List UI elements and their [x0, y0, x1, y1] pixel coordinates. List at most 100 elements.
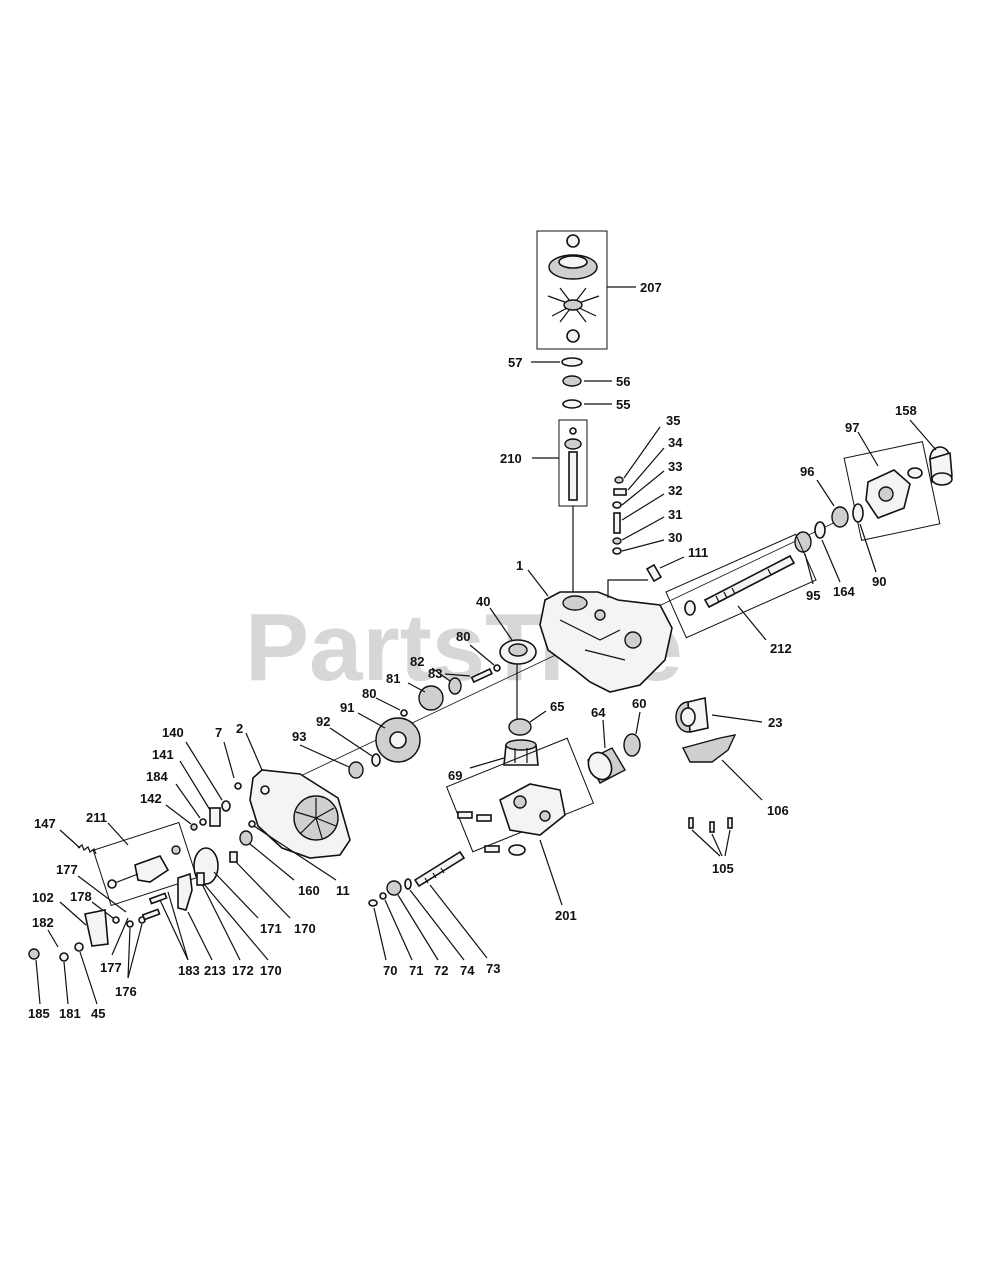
ring-71[interactable] [379, 892, 387, 900]
callout-210: 210 [500, 451, 522, 466]
bearing-60[interactable] [623, 733, 641, 757]
lever-assembly-211[interactable] [92, 821, 198, 907]
callout-81: 81 [386, 671, 400, 686]
spring-147[interactable] [77, 844, 97, 855]
callout-74: 74 [460, 963, 475, 978]
clip-178[interactable] [112, 916, 120, 924]
callout-45: 45 [91, 1006, 105, 1021]
pins-105[interactable] [688, 817, 733, 833]
ring-55[interactable] [562, 399, 582, 409]
callout-57: 57 [508, 355, 522, 370]
callout-40: 40 [476, 594, 490, 609]
washer-92[interactable] [371, 753, 381, 767]
callout-172: 172 [232, 963, 254, 978]
callout-93: 93 [292, 729, 306, 744]
callout-80-lower: 80 [362, 686, 376, 701]
callout-170-upper: 170 [294, 921, 316, 936]
callout-55: 55 [616, 397, 630, 412]
callout-64: 64 [591, 705, 606, 720]
bolt-7[interactable] [234, 782, 242, 790]
fan-pulley-assembly[interactable] [536, 230, 608, 350]
callout-95: 95 [806, 588, 820, 603]
callout-11: 11 [336, 883, 350, 898]
callout-7: 7 [215, 725, 222, 740]
shaft-73[interactable] [413, 850, 466, 888]
callout-97: 97 [845, 420, 859, 435]
callout-171: 171 [260, 921, 282, 936]
arm-213[interactable] [177, 872, 193, 911]
callout-35: 35 [666, 413, 680, 428]
bearing-82[interactable] [448, 677, 462, 695]
callout-182: 182 [32, 915, 54, 930]
washer-45[interactable] [74, 942, 84, 952]
callout-73: 73 [486, 961, 500, 976]
bearing-assembly-23[interactable] [675, 697, 709, 733]
bracket-102[interactable] [84, 909, 109, 947]
plate-141[interactable] [209, 807, 221, 827]
callout-158: 158 [895, 403, 917, 418]
ring-164[interactable] [814, 521, 826, 539]
washer-80-lower[interactable] [400, 709, 408, 717]
pin-83[interactable] [470, 667, 493, 684]
callout-207: 207 [640, 280, 662, 295]
ring-90[interactable] [852, 503, 864, 523]
callout-185: 185 [28, 1006, 50, 1021]
axle-212[interactable] [665, 533, 817, 639]
nut-142[interactable] [190, 823, 198, 831]
bearing-93[interactable] [348, 761, 364, 779]
callout-102: 102 [32, 890, 54, 905]
main-housing-1[interactable] [539, 579, 673, 693]
hub-97[interactable] [843, 441, 941, 541]
callout-32: 32 [668, 483, 682, 498]
center-section-201[interactable] [445, 737, 595, 856]
side-cover-2[interactable] [249, 769, 351, 859]
callout-70: 70 [383, 963, 397, 978]
seal-160[interactable] [239, 830, 253, 846]
washer-181[interactable] [59, 952, 69, 962]
bearing-96[interactable] [831, 506, 849, 528]
callout-105: 105 [712, 861, 734, 876]
gear-72[interactable] [386, 880, 402, 896]
input-shaft-210[interactable] [558, 419, 588, 600]
callout-60: 60 [632, 696, 646, 711]
callout-184: 184 [146, 769, 168, 784]
bearing-65[interactable] [508, 718, 532, 736]
o-ring-57[interactable] [561, 357, 583, 367]
washer-80-upper[interactable] [493, 664, 501, 672]
washer-70[interactable] [368, 899, 378, 907]
washer-74[interactable] [404, 878, 412, 890]
callout-1: 1 [516, 558, 523, 573]
fitting-111[interactable] [645, 563, 663, 583]
callout-92: 92 [316, 714, 330, 729]
callout-177-upper: 177 [56, 862, 78, 877]
callout-91: 91 [340, 700, 354, 715]
key-170-lower[interactable] [196, 872, 205, 886]
callout-141: 141 [152, 747, 174, 762]
callout-96: 96 [800, 464, 814, 479]
sleeve-158[interactable] [929, 446, 953, 486]
callout-80-upper: 80 [456, 629, 470, 644]
washer-140[interactable] [221, 800, 231, 812]
callout-71: 71 [409, 963, 423, 978]
seal-56[interactable] [562, 375, 582, 387]
bearing-95[interactable] [794, 531, 812, 553]
callout-33: 33 [668, 459, 682, 474]
key-170-upper[interactable] [229, 851, 238, 863]
callout-170-lower: 170 [260, 963, 282, 978]
callout-181: 181 [59, 1006, 81, 1021]
washer-11[interactable] [248, 820, 256, 828]
motor-block-64[interactable] [584, 747, 626, 784]
callout-160: 160 [298, 883, 320, 898]
bracket-106[interactable] [681, 734, 737, 763]
nut-185[interactable] [28, 948, 40, 960]
callout-30: 30 [668, 530, 682, 545]
gear-81[interactable] [418, 685, 444, 711]
callout-212: 212 [770, 641, 792, 656]
bearing-40[interactable] [499, 639, 537, 720]
valve-stack[interactable] [612, 476, 627, 555]
callout-65: 65 [550, 699, 564, 714]
bolts-183[interactable] [141, 892, 168, 921]
washer-184[interactable] [199, 818, 207, 826]
callout-142: 142 [140, 791, 162, 806]
